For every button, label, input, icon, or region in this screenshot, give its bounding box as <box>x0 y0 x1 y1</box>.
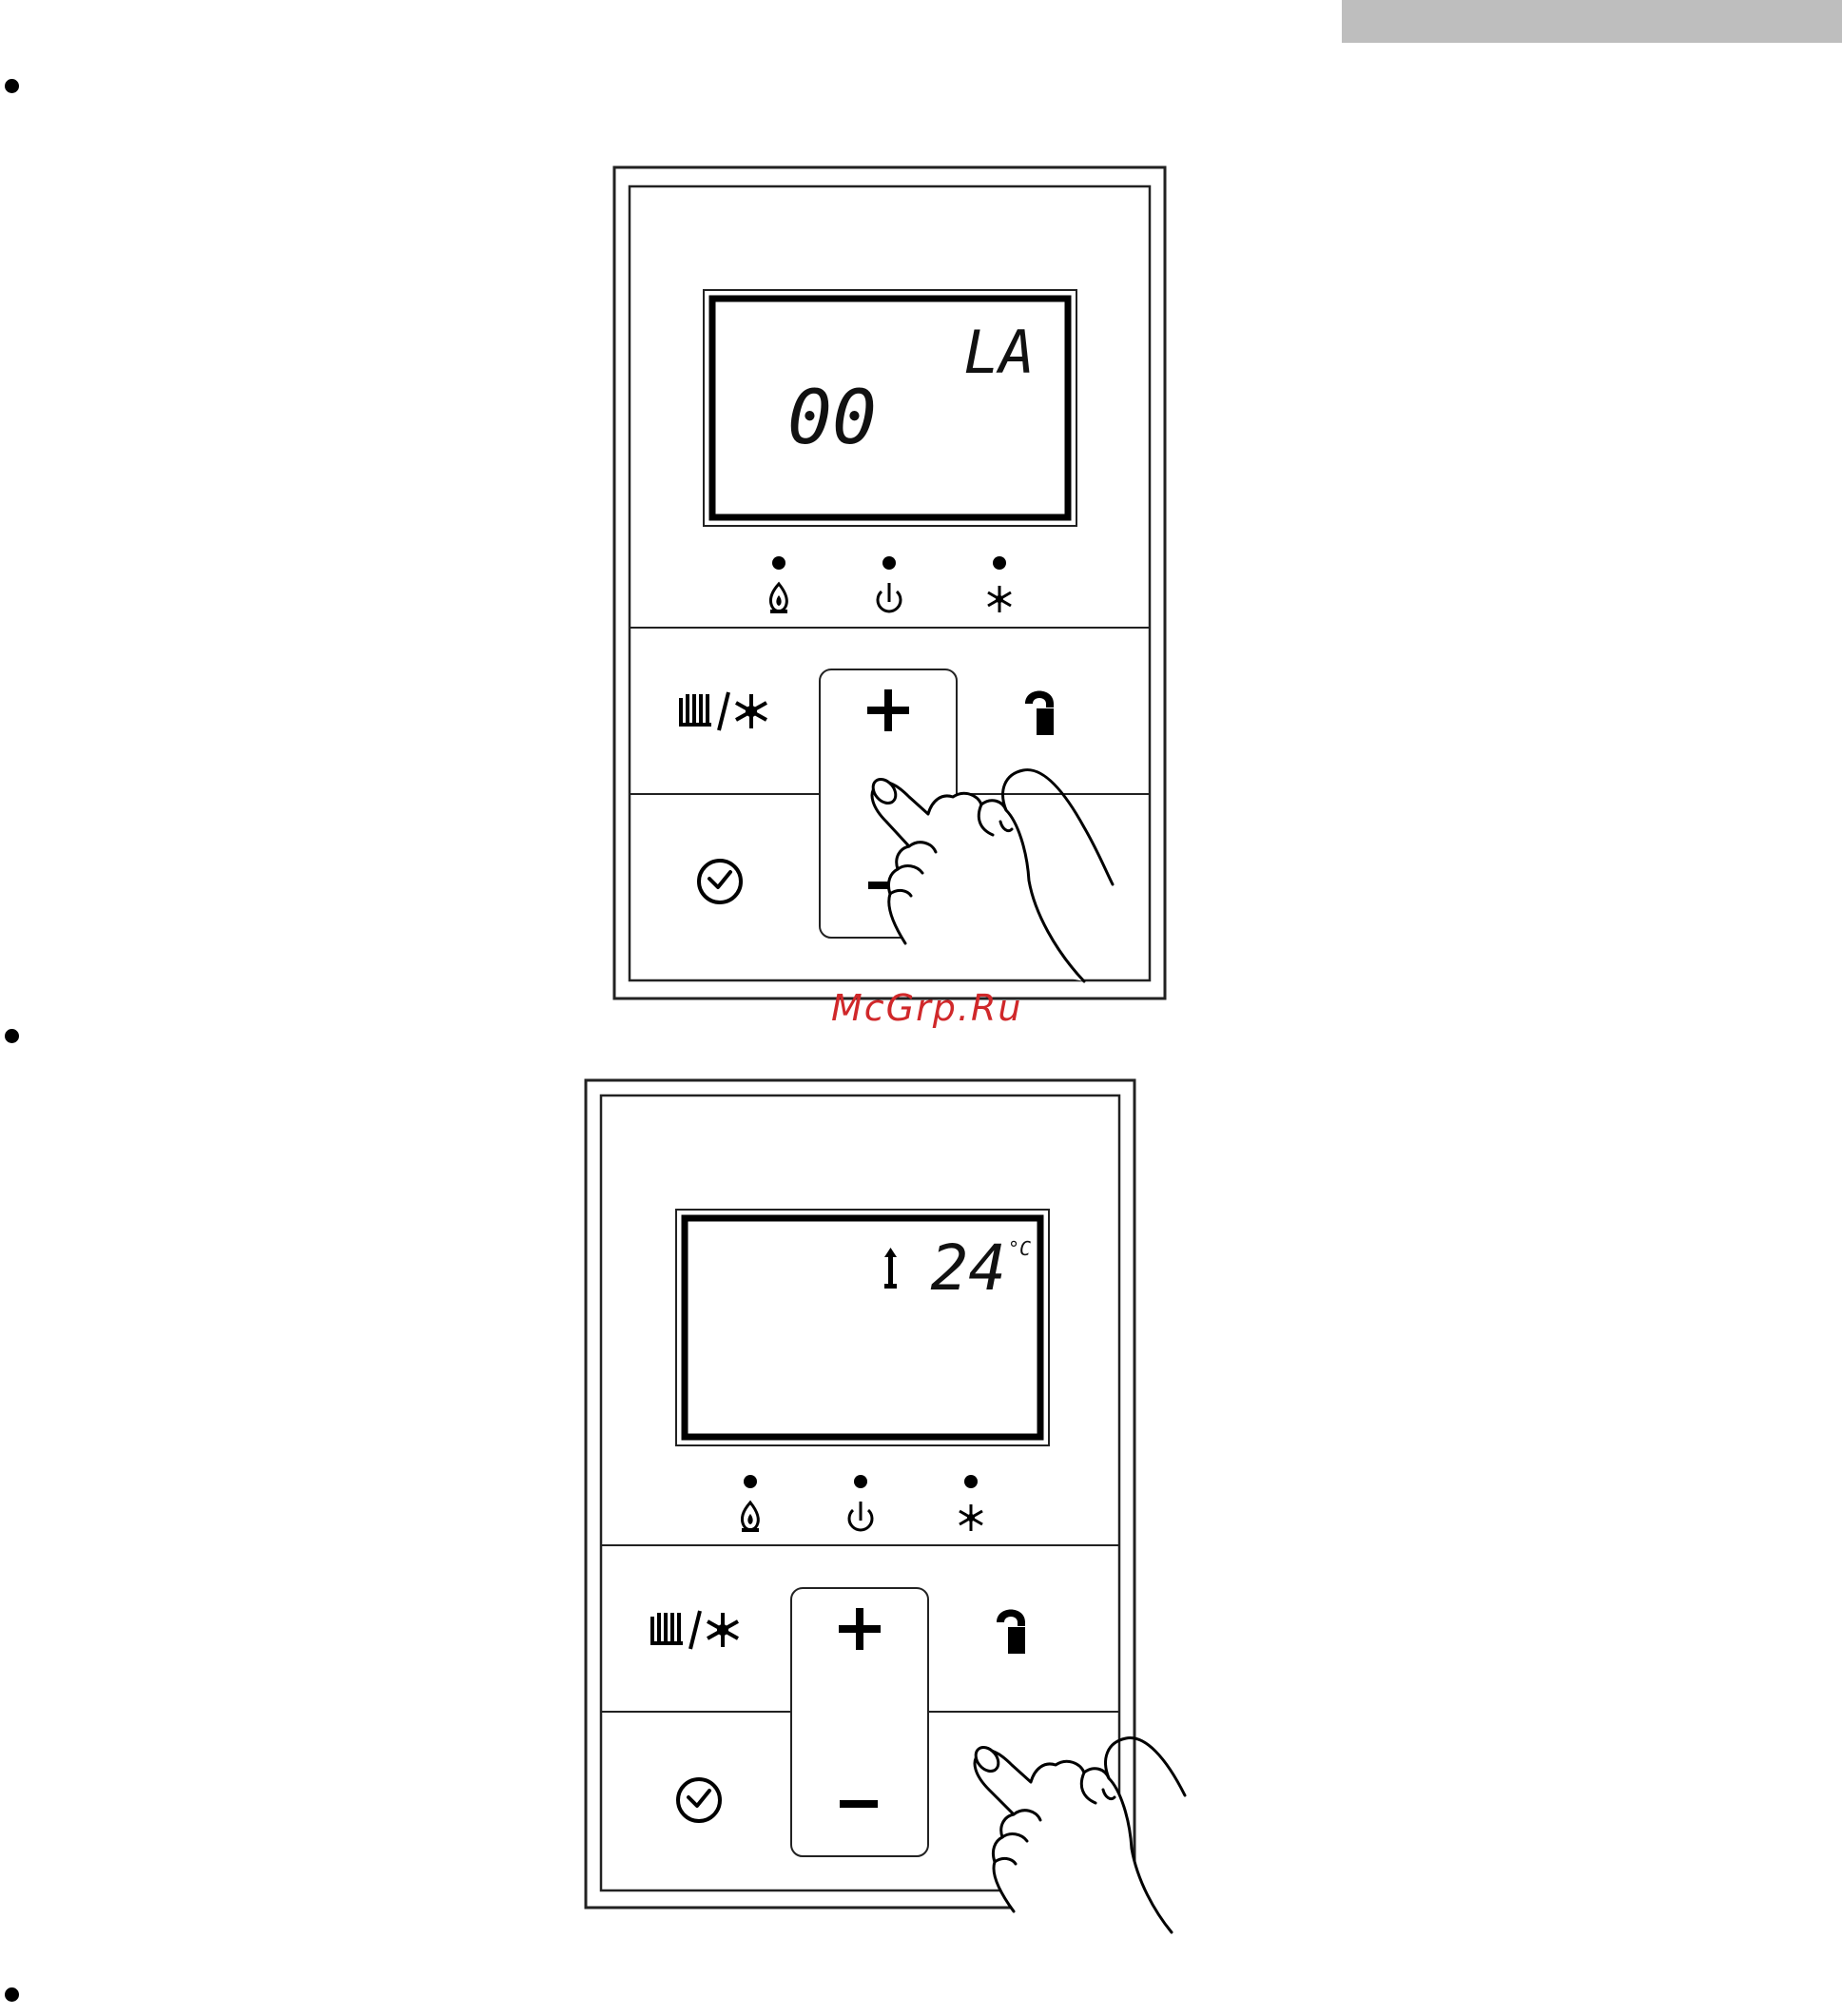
minus-button[interactable] <box>840 1800 878 1808</box>
display-temperature: 24 <box>931 1231 1006 1305</box>
minus-icon <box>840 1800 878 1808</box>
watermark: McGrp.Ru <box>831 987 1022 1029</box>
header-bar <box>1342 0 1842 43</box>
control-panel-2: 24 °C <box>580 1075 1189 1949</box>
display-value: 00 <box>787 376 877 461</box>
bullet-2 <box>5 1029 19 1043</box>
lcd-display: 24 °C <box>676 1210 1049 1445</box>
bullet-1 <box>5 79 19 93</box>
lcd-display: LA 00 <box>704 290 1076 526</box>
temperature-rocker[interactable] <box>791 1588 928 1856</box>
control-panel-1: LA 00 <box>609 162 1179 1018</box>
display-unit: °C <box>1008 1237 1031 1260</box>
display-code: LA <box>963 318 1035 387</box>
bullet-3 <box>5 1987 19 2002</box>
